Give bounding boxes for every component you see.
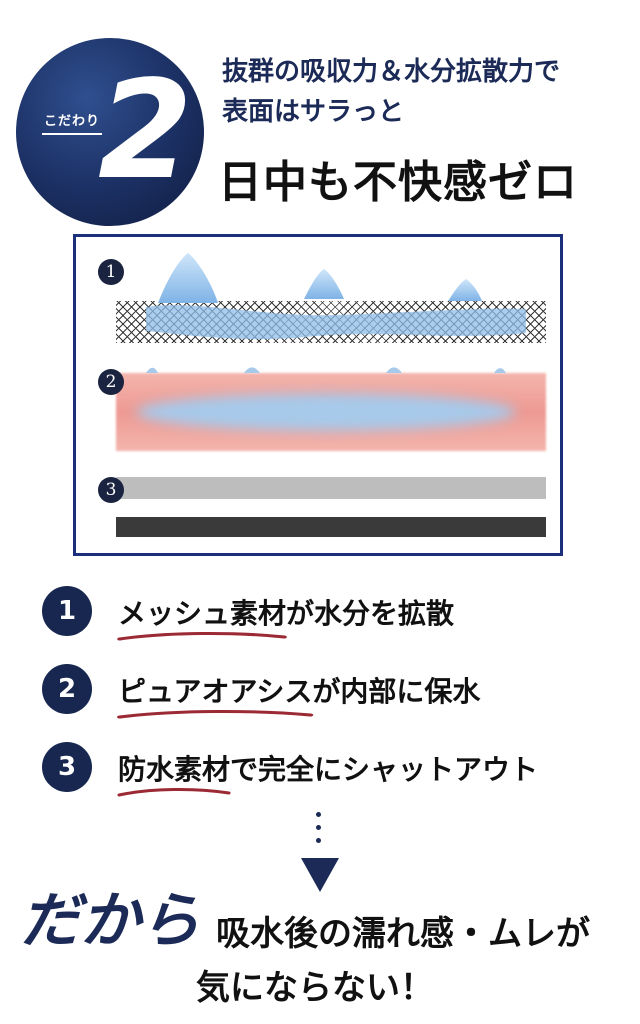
feature-highlight-text: ピュアオアシス [118, 675, 313, 708]
absorbed-water-region [136, 393, 516, 431]
feature-rest-text: が水分を拡散 [286, 597, 455, 630]
feature-highlight-text: メッシュ素材 [118, 597, 287, 630]
feature-highlight: メッシュ素材 [117, 592, 287, 641]
layer-diagram: 1 2 3 [73, 234, 563, 556]
water-drops-graphic [146, 253, 526, 373]
waterproof-layer-bottom [116, 517, 546, 537]
underline-stroke [117, 631, 287, 641]
water-drop-large [158, 253, 218, 303]
feature-highlight: ピュアオアシス [117, 670, 314, 719]
headline-sub-line-2: 表面はサラっと [222, 97, 405, 127]
layer-number-2: 2 [98, 369, 124, 395]
waterproof-layer-top [116, 477, 546, 499]
feature-text: 防水素材 で完全にシャットアウト [117, 748, 539, 797]
feature-number: 1 [42, 586, 92, 636]
dot [316, 838, 321, 843]
dotted-connector [316, 812, 322, 851]
closing-line-1: 吸水後の濡れ感・ムレが [216, 914, 590, 954]
feature-rest-text: が内部に保水 [312, 675, 481, 708]
pink-bump-4 [494, 368, 506, 373]
headline-title: 日中も不快感ゼロ [218, 157, 578, 208]
layer-number-3: 3 [98, 477, 124, 503]
headline-sub-line-1: 抜群の吸収力＆水分拡散力で [222, 57, 561, 87]
feature-text: メッシュ素材 が水分を拡散 [117, 592, 455, 641]
badge-label: こだわり [42, 110, 102, 135]
dot [316, 812, 321, 817]
feature-text: ピュアオアシス が内部に保水 [117, 670, 481, 719]
dot [316, 825, 321, 830]
badge-number: 2 [98, 52, 193, 210]
badge-circle: こだわり 2 [16, 38, 204, 226]
water-drop-medium [304, 269, 344, 299]
feature-highlight-text: 防水素材 [118, 753, 231, 786]
feature-number: 2 [42, 664, 92, 714]
layer-number-1: 1 [98, 259, 124, 285]
pink-bump-2 [244, 367, 260, 373]
closing-line-2: 気にならない！ [196, 968, 434, 1008]
feature-highlight: 防水素材 [117, 748, 231, 797]
headline-subtitle: 抜群の吸収力＆水分拡散力で 表面はサラっと [222, 52, 560, 132]
pink-bump-3 [386, 367, 402, 373]
underline-stroke [117, 787, 231, 797]
arrow-down-icon [301, 858, 339, 892]
pink-bump-1 [146, 367, 158, 373]
spread-water-shape [146, 304, 526, 340]
closing-lead: だから [20, 886, 200, 956]
feature-number: 3 [42, 742, 92, 792]
water-drop-small [448, 279, 482, 301]
underline-stroke [117, 709, 314, 719]
feature-rest-text: で完全にシャットアウト [230, 753, 539, 786]
